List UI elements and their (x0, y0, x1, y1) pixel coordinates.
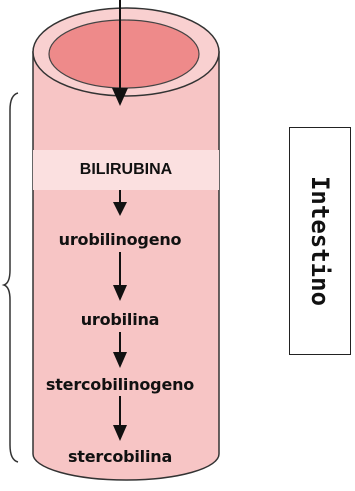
step-label-stercobilinogeno: stercobilinogeno (0, 375, 240, 394)
intestine-label: Intestino (306, 176, 334, 306)
tube-body (33, 52, 219, 480)
intestine-label-box: Intestino (289, 127, 351, 355)
step-label-stercobilina: stercobilina (0, 447, 240, 466)
bilirubina-label: BILIRUBINA (33, 150, 219, 190)
step-label-urobilina: urobilina (0, 310, 240, 329)
step-label-urobilinogeno: urobilinogeno (0, 230, 240, 249)
left-brace (4, 93, 18, 462)
tube-lumen (49, 20, 199, 88)
